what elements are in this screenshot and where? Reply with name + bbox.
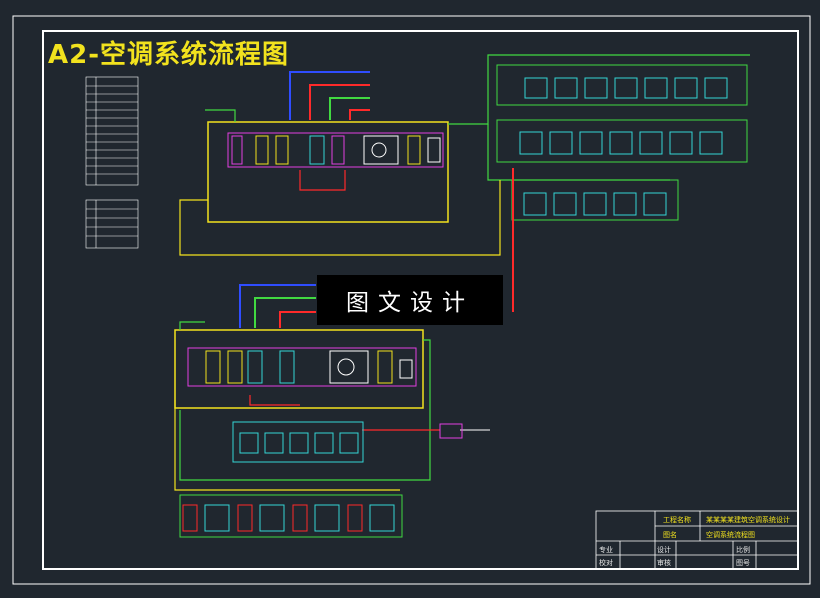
title-block-project: 某某某某建筑空调系统设计	[706, 517, 790, 524]
terminal-group-1	[496, 64, 748, 106]
title-block-grid	[595, 510, 799, 570]
outer-frame	[12, 15, 811, 585]
legend-table-bottom	[85, 199, 139, 249]
title-block-r2c1: 校对	[599, 560, 613, 567]
title-block-r1c2: 设计	[657, 547, 671, 554]
title-block-r2c2: 审核	[657, 560, 671, 567]
bottom-unit-row	[179, 494, 403, 538]
title-block-r1c1: 专业	[599, 547, 613, 554]
legend-table-top	[85, 76, 139, 186]
title-block-company: 工程名称	[663, 517, 691, 524]
bottom-air-handling-unit	[174, 329, 424, 409]
top-pipes	[179, 54, 750, 256]
title-block-r2c3: 图号	[736, 560, 750, 567]
terminal-group-2	[496, 119, 748, 163]
watermark-label: 图文设计	[317, 275, 503, 325]
bottom-terminal-row	[232, 421, 463, 463]
terminal-group-3	[511, 179, 679, 221]
title-block-drawing-label: 图名	[663, 532, 677, 539]
title-block-drawing-name: 空调系统流程图	[706, 532, 755, 539]
inner-frame	[42, 30, 799, 570]
drawing-title: A2-空调系统流程图	[48, 40, 290, 70]
bottom-pipes	[174, 284, 490, 491]
top-air-handling-unit	[207, 121, 449, 223]
title-block-r1c3: 比例	[736, 547, 750, 554]
